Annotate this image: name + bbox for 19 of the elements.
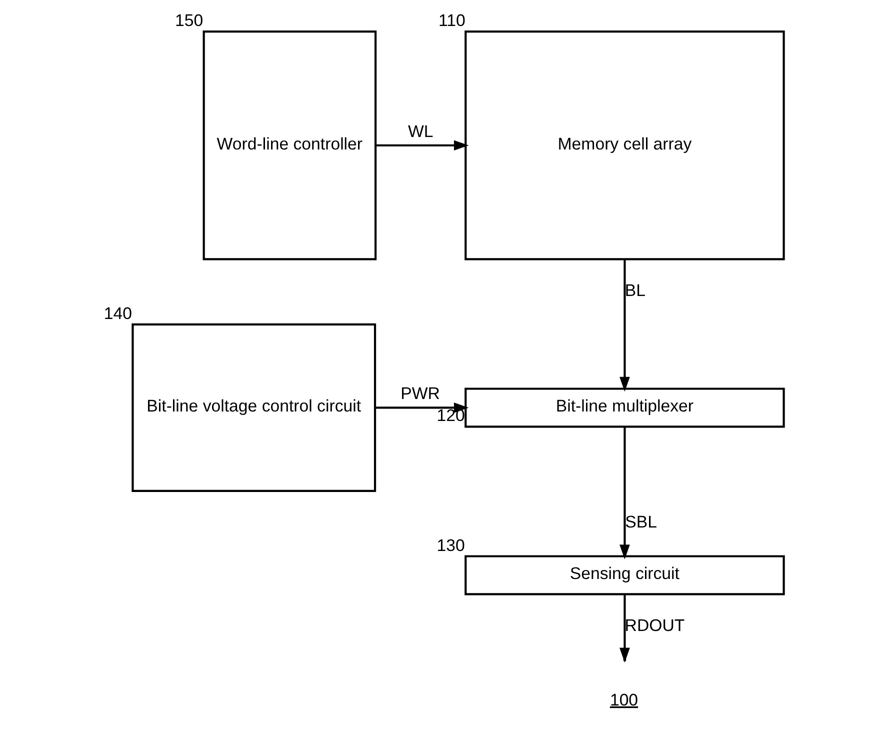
- node-label: 150: [175, 11, 204, 30]
- edge-label: RDOUT: [624, 616, 685, 635]
- node-box: Word-line controller: [202, 30, 377, 260]
- node-box: Bit-line multiplexer: [464, 388, 785, 428]
- node-box: Sensing circuit: [464, 555, 785, 596]
- arrow: [620, 259, 630, 392]
- edge-label: WL: [408, 122, 434, 141]
- node-box: Bit-line voltage control circuit: [132, 323, 376, 492]
- arrow: [376, 140, 469, 151]
- node-label: 140: [104, 304, 132, 323]
- node-box: Memory cell array: [464, 30, 785, 260]
- arrow: [620, 426, 630, 560]
- edge-label: PWR: [400, 384, 440, 404]
- node-label: 110: [438, 11, 466, 30]
- edge-label: SBL: [625, 512, 657, 532]
- label: 100: [610, 690, 638, 710]
- node-label: 130: [436, 536, 465, 555]
- edge-label: BL: [624, 280, 646, 300]
- arrow: [375, 402, 469, 413]
